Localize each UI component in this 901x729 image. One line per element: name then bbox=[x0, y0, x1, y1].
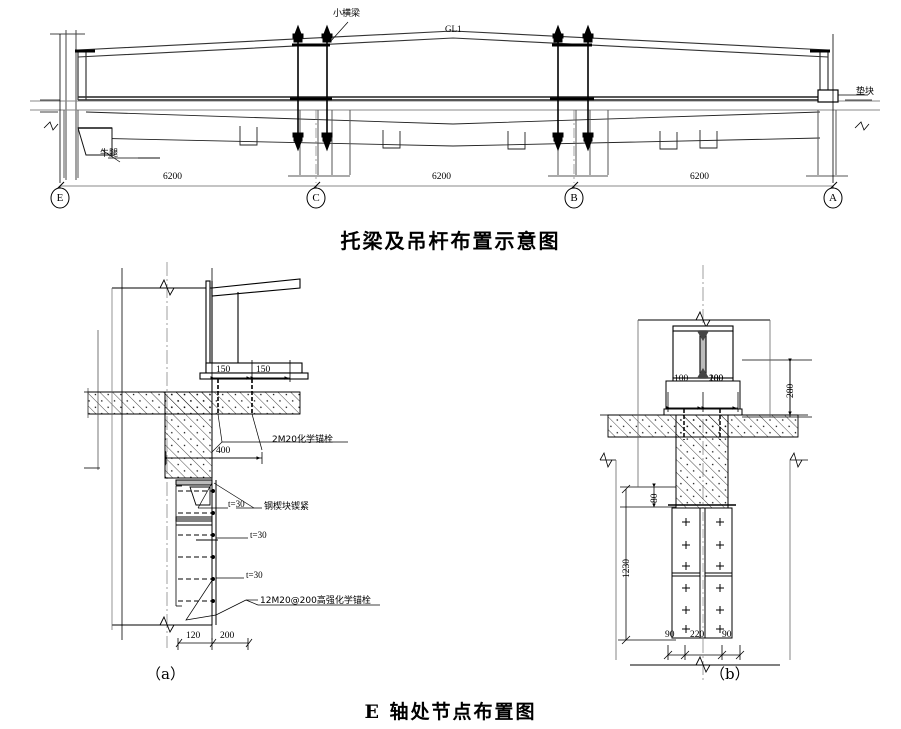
label-a-t30-2: t=30 bbox=[250, 530, 267, 540]
pad-block-shape bbox=[817, 89, 839, 103]
dim-a-150-left: 150 bbox=[216, 365, 231, 375]
label-a-chemical-anchor: 2M20化学锚栓 bbox=[272, 435, 333, 445]
detail-a-bottom-dims bbox=[175, 638, 253, 650]
hanger-nuts-C bbox=[292, 24, 333, 152]
detail-a-steel-bracket bbox=[199, 278, 309, 392]
detail-a-t30-leaders bbox=[197, 482, 248, 579]
elevation-view bbox=[30, 21, 880, 209]
detail-b-splice-plates bbox=[668, 504, 736, 639]
support-columns bbox=[63, 110, 848, 178]
main-title: 托梁及吊杆布置示意图 bbox=[340, 229, 561, 253]
detail-a-column-breaks bbox=[112, 278, 212, 634]
corbel-shape bbox=[77, 127, 113, 156]
label-corbel: 牛腿 bbox=[100, 149, 119, 159]
grid-bubble-B: B bbox=[570, 192, 578, 204]
label-a-steel-wedge: 钢楔块锲紧 bbox=[264, 502, 310, 512]
detail-b-caption: （b） bbox=[710, 665, 750, 683]
dim-span-EC: 6200 bbox=[163, 172, 182, 182]
detail-b-ref-lines bbox=[615, 320, 791, 660]
grid-bubble-A: A bbox=[829, 192, 837, 204]
dim-span-BA: 6200 bbox=[690, 172, 709, 182]
girder-GL1 bbox=[77, 30, 829, 58]
detail-b-top-break bbox=[638, 310, 770, 329]
dim-b-280: 280 bbox=[786, 383, 796, 398]
dim-a-120: 120 bbox=[186, 631, 201, 641]
label-a-t30-3: t=30 bbox=[246, 570, 263, 580]
dim-b-100-right-val: 100 bbox=[709, 374, 724, 384]
detail-a-dim-150 bbox=[210, 360, 291, 382]
dim-b-1230: 1230 bbox=[622, 559, 632, 578]
detail-b-side-breaks bbox=[599, 414, 808, 469]
dim-b-100-right: 280 bbox=[709, 374, 724, 384]
existing-concrete-beam bbox=[85, 111, 821, 150]
hanger-rod-group-B bbox=[557, 34, 589, 148]
grid-bubble-E: E bbox=[56, 192, 64, 204]
detail-b-view bbox=[599, 265, 812, 680]
dim-span-CB: 6200 bbox=[432, 172, 451, 182]
girder-bottom-chord bbox=[78, 96, 828, 101]
detail-a-anchor-leader bbox=[211, 413, 348, 478]
detail-b-bottom-dims bbox=[663, 645, 745, 660]
column-E bbox=[50, 30, 85, 180]
detail-a-dim-400 bbox=[164, 452, 263, 464]
detail-b-bottom-break bbox=[630, 655, 780, 674]
dim-b-90-left: 90 bbox=[665, 630, 675, 640]
detail-b-bolt-marks bbox=[682, 518, 724, 633]
detail-title: E 轴处节点布置图 bbox=[364, 701, 537, 723]
detail-a-slab-left-edge bbox=[87, 330, 99, 470]
detail-a-wedge-leader bbox=[213, 482, 262, 509]
hanger-top-plates bbox=[75, 43, 830, 53]
floor-slab bbox=[30, 100, 880, 111]
break-marks-left bbox=[40, 99, 60, 131]
detail-a-bottom-anchor-leader bbox=[185, 578, 380, 621]
grid-bubbles bbox=[50, 187, 843, 209]
label-crossbeam: 小横梁 bbox=[333, 9, 361, 19]
break-marks-right bbox=[845, 99, 872, 131]
detail-a-caption: （a） bbox=[146, 665, 185, 683]
label-a-high-strength-anchor: 12M20@200高强化学锚栓 bbox=[260, 596, 371, 606]
detail-b-anchor-bolts bbox=[683, 409, 721, 440]
grid-bubble-stems bbox=[59, 186, 834, 188]
hanger-rod-group-C bbox=[297, 34, 328, 148]
detail-b-dim-280 bbox=[742, 358, 812, 418]
label-pad-block: 垫块 bbox=[856, 87, 875, 97]
dim-b-220: 220 bbox=[690, 630, 705, 640]
dim-a-400: 400 bbox=[216, 446, 231, 456]
girder-end-posts bbox=[77, 50, 829, 100]
crossbeam-leader bbox=[329, 21, 349, 43]
corbel-leader2 bbox=[101, 149, 121, 163]
dim-a-200: 200 bbox=[220, 631, 235, 641]
label-a-t30-1: t=30 bbox=[228, 499, 245, 509]
detail-a-bolt-dashed-lines bbox=[178, 490, 212, 602]
detail-a-view bbox=[84, 262, 380, 650]
hanger-nuts-B bbox=[552, 24, 594, 152]
dim-b-80: 80 bbox=[650, 493, 660, 504]
dim-a-150-right: 150 bbox=[256, 365, 271, 375]
label-girder-gl1: GL1 bbox=[445, 24, 462, 34]
column-centerlines bbox=[315, 110, 575, 183]
detail-b-dim-100 bbox=[666, 392, 739, 412]
dim-b-90-right: 90 bbox=[722, 630, 732, 640]
detail-a-corbel-block bbox=[164, 391, 213, 479]
detail-a-bolt-bracket bbox=[175, 485, 182, 607]
grid-bubble-C: C bbox=[312, 192, 320, 204]
detail-b-dim-1230 bbox=[618, 484, 676, 645]
dim-b-100-left: 100 bbox=[674, 374, 689, 384]
detail-b-dim-80 bbox=[620, 483, 676, 508]
detail-a-slab-left-break bbox=[84, 391, 100, 469]
